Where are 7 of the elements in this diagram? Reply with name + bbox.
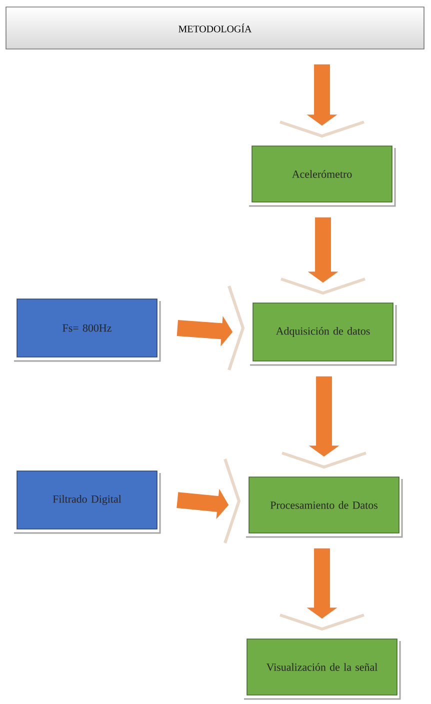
input-box: Fs= 800Hz	[14, 298, 161, 362]
process-box: Visualización de la señal	[244, 638, 401, 700]
input-box: Filtrado Digital	[14, 470, 161, 534]
process-box: Acelerómetro	[249, 146, 396, 207]
process-box: Procesamiento de Datos	[246, 476, 403, 538]
process-box: Adquisición de datos	[250, 302, 397, 366]
title-bar: METODOLOGÍA	[6, 6, 424, 50]
